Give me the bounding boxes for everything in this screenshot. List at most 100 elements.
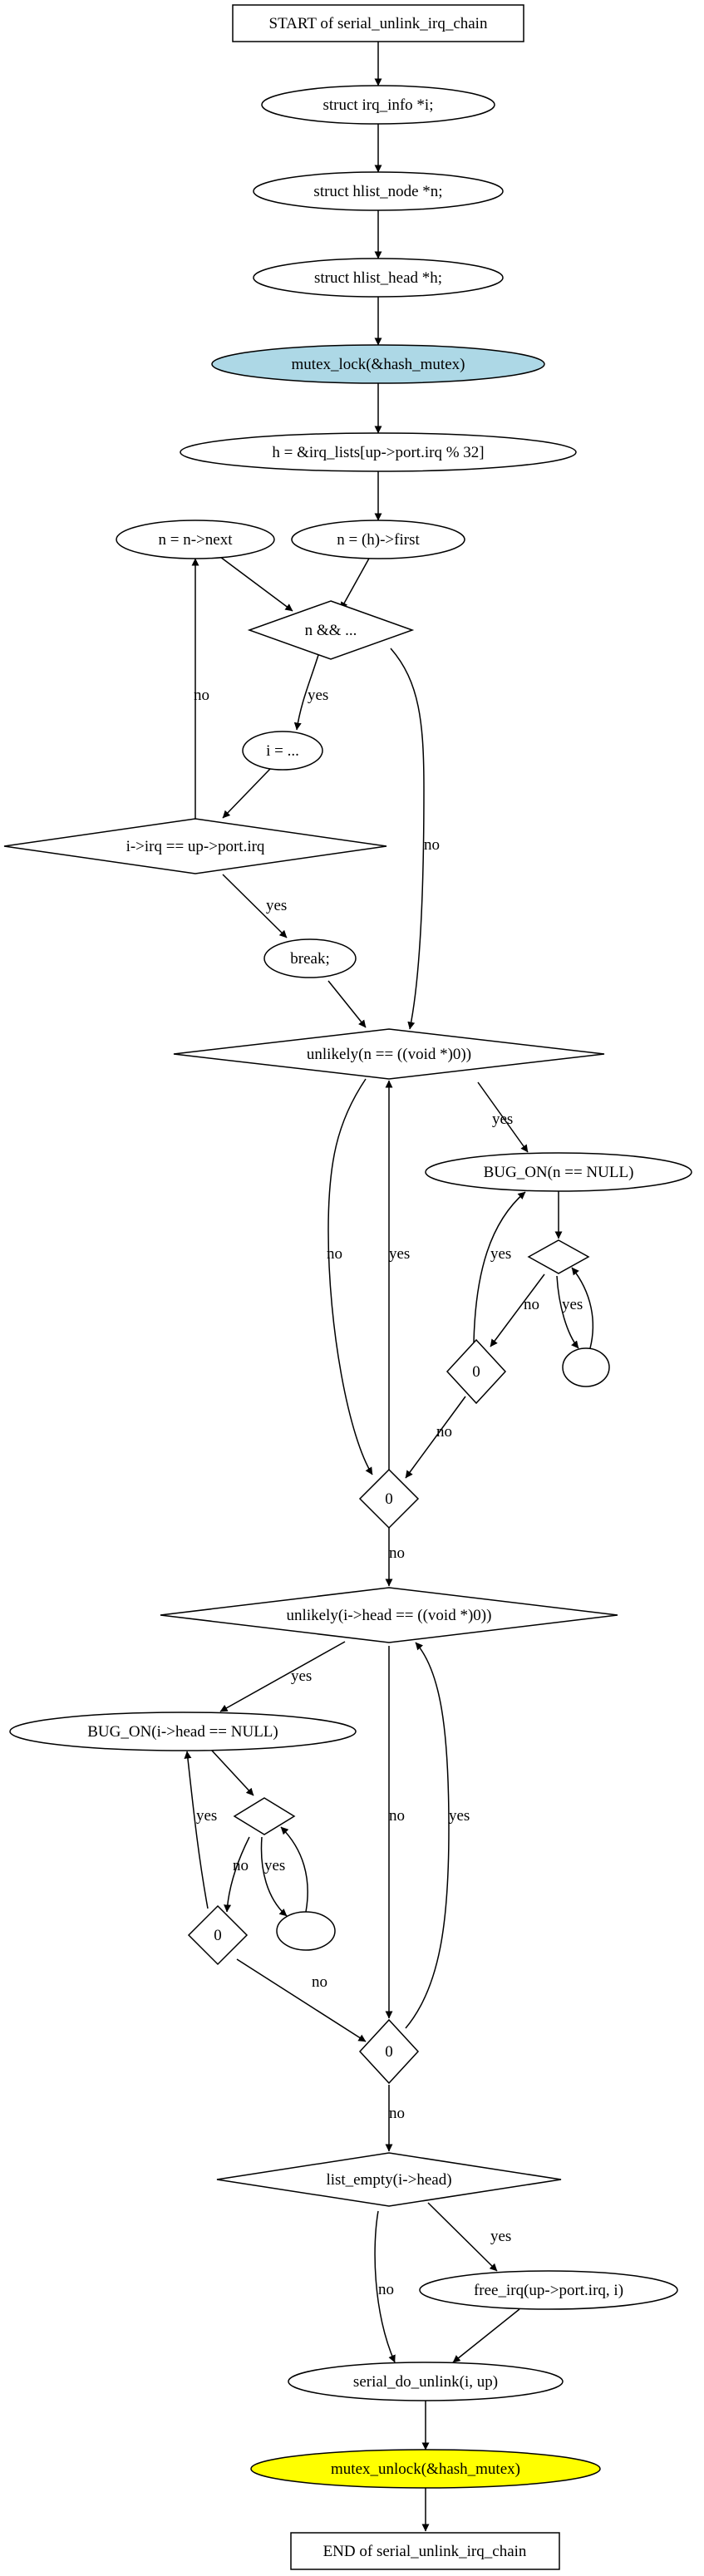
zero-h-b-label: 0: [385, 2043, 393, 2061]
edge-list-empty-no: [374, 2210, 396, 2363]
edge-zero-n-a-no: [405, 1396, 466, 1479]
serial-do-unlink-node-label: serial_do_unlink(i, up): [353, 2373, 498, 2391]
edge-list-empty-yes: [427, 2202, 498, 2272]
ellipse-n-a: [562, 1347, 610, 1387]
break-node: [263, 938, 357, 978]
bug-on-head-node: [9, 1712, 357, 1751]
free-irq-node-label: free_irq(up->port.irq, i): [474, 2282, 623, 2299]
ellipse-h-a: [276, 1911, 336, 1951]
decl-n-node-label: struct hlist_node *n;: [313, 183, 442, 200]
bug-on-n-node: [425, 1152, 692, 1192]
edge-n-first-to-loop-cond: [340, 556, 371, 610]
list-empty-diamond: [216, 2152, 562, 2207]
edge-label-loop-yes: yes: [308, 687, 328, 704]
n-next-node-label: n = n->next: [159, 531, 234, 549]
edge-break-to-unlikely-n: [327, 980, 367, 1028]
edge-zero-h-a-no: [236, 1958, 367, 2042]
irq-cmp-diamond: [3, 818, 387, 874]
decl-h-node: [253, 258, 504, 298]
mutex-unlock-node-label: mutex_unlock(&hash_mutex): [331, 2460, 520, 2478]
edge-label-dn-no: no: [524, 1296, 539, 1313]
edge-bug-on-head-to-diamond: [211, 1750, 254, 1796]
edge-labels: yes no no yes yes no yes no yes yes no n…: [194, 687, 583, 2298]
nodes: START of serial_unlink_irq_chain struct …: [3, 4, 692, 2570]
edge-zero-n-a-yes: [473, 1191, 526, 1343]
edge-label-le-no: no: [378, 2281, 394, 2298]
zero-n-b-diamond: [358, 1468, 420, 1529]
assign-h-node-label: h = &irq_lists[up->port.irq % 32]: [272, 444, 484, 461]
edge-label-uh-back-yes: yes: [449, 1807, 470, 1825]
loop-cond-diamond: [247, 600, 415, 660]
assign-i-node-label: i = ...: [266, 742, 299, 760]
irq-cmp-label: i->irq == up->port.irq: [126, 838, 265, 855]
zero-n-a-label: 0: [472, 1363, 480, 1381]
zero-h-b-diamond: [358, 2018, 420, 2085]
decl-i-node: [261, 85, 495, 125]
edge-zero-h-a-yes: [184, 1751, 209, 1909]
edge-diamond-h-yes: [260, 1836, 288, 1917]
mutex-unlock-node: [250, 2449, 601, 2489]
edge-label-le-yes: yes: [490, 2228, 511, 2245]
edge-diamond-n-no: [490, 1273, 545, 1347]
diamond-h-a: [233, 1797, 296, 1835]
edge-label-zna-no: no: [436, 1423, 452, 1441]
end-node: [290, 2532, 560, 2570]
edge-loop-cond-no: [390, 648, 425, 1030]
edge-label-zna-yes: yes: [490, 1245, 511, 1263]
zero-n-a-diamond: [446, 1338, 507, 1405]
serial-do-unlink-node: [288, 2362, 564, 2401]
edge-label-zha-yes: yes: [196, 1807, 217, 1825]
edge-n-next-to-loop-cond: [219, 556, 293, 612]
start-node-label: START of serial_unlink_irq_chain: [269, 15, 488, 32]
edge-unlikely-head-yes: [219, 1641, 346, 1712]
edge-label-loop-no: no: [424, 836, 440, 854]
unlikely-head-diamond: [160, 1587, 618, 1643]
edge-free-irq-to-serial-do-unlink: [452, 2308, 520, 2363]
edge-label-uh-no: no: [389, 1807, 405, 1825]
unlikely-head-label: unlikely(i->head == ((void *)0)): [287, 1607, 492, 1624]
n-next-node: [116, 520, 275, 559]
edge-label-un-yes: yes: [492, 1111, 513, 1128]
edge-loop-cond-yes: [293, 654, 319, 731]
unlikely-n-diamond: [173, 1028, 605, 1080]
diamond-n-a: [527, 1239, 590, 1274]
bug-on-head-node-label: BUG_ON(i->head == NULL): [87, 1723, 278, 1741]
zero-n-b-label: 0: [385, 1490, 393, 1508]
mutex-lock-node: [211, 344, 545, 384]
edge-label-zhb-no: no: [389, 2105, 405, 2122]
break-node-label: break;: [290, 950, 329, 968]
list-empty-label: list_empty(i->head): [326, 2171, 451, 2189]
edge-label-dh-yes: yes: [264, 1857, 285, 1874]
zero-h-a-diamond: [187, 1904, 249, 1966]
mutex-lock-node-label: mutex_lock(&hash_mutex): [292, 356, 465, 373]
edge-label-irq-no: no: [194, 687, 209, 704]
edge-ellipse-n-back: [571, 1267, 594, 1349]
decl-n-node: [253, 171, 504, 211]
assign-h-node: [180, 432, 577, 472]
edge-unlikely-n-yes: [477, 1081, 529, 1153]
edge-label-un-back-yes: yes: [389, 1245, 410, 1263]
free-irq-node: [419, 2270, 678, 2310]
edge-zero-h-b-yes: [405, 1642, 450, 2029]
edge-unlikely-n-no: [327, 1078, 373, 1475]
edge-label-irq-yes: yes: [266, 897, 287, 914]
n-first-node-label: n = (h)->first: [337, 531, 420, 549]
edge-label-dn-yes: yes: [562, 1296, 583, 1313]
edge-diamond-h-no: [224, 1836, 250, 1913]
n-first-node: [291, 520, 465, 559]
assign-i-node: [242, 731, 323, 771]
bug-on-n-node-label: BUG_ON(n == NULL): [484, 1164, 634, 1181]
zero-h-a-label: 0: [214, 1927, 222, 1944]
edges: [184, 42, 594, 2532]
edge-ellipse-h-back: [280, 1826, 308, 1913]
unlikely-n-label: unlikely(n == ((void *)0)): [307, 1046, 471, 1063]
edge-label-uh-yes: yes: [291, 1667, 312, 1685]
edge-label-zha-no: no: [312, 1973, 327, 1991]
end-node-label: END of serial_unlink_irq_chain: [323, 2543, 527, 2560]
edge-diamond-n-yes: [556, 1275, 579, 1349]
loop-cond-label: n && ...: [305, 622, 357, 639]
start-node: [232, 4, 524, 42]
edge-label-znb-no: no: [389, 1544, 405, 1562]
edge-label-dh-no: no: [233, 1857, 249, 1874]
